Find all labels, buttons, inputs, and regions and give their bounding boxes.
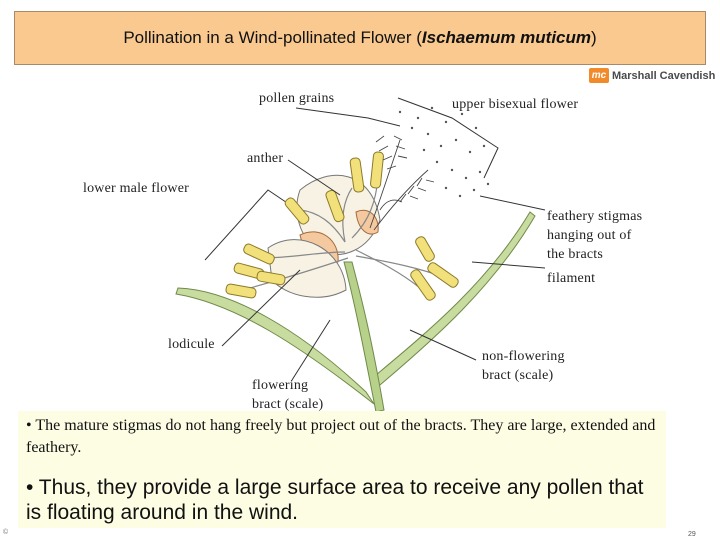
label-flowering-1: flowering [252, 376, 308, 395]
pollen-dots [399, 107, 489, 197]
label-lodicule: lodicule [168, 335, 215, 354]
label-stigmas-1: feathery stigmas [547, 207, 642, 226]
label-filament: filament [547, 269, 595, 288]
label-lower-flower: lower male flower [83, 179, 189, 198]
label-upper-flower: upper bisexual flower [452, 95, 578, 114]
label-anther: anther [247, 149, 283, 168]
note-bullet-1: • The mature stigmas do not hang freely … [26, 415, 658, 459]
label-stigmas-2: hanging out of [547, 226, 631, 245]
footer-copyright: © [3, 529, 8, 536]
label-non-flowering-1: non-flowering [482, 347, 565, 366]
notes-panel: • The mature stigmas do not hang freely … [18, 411, 666, 528]
note-bullet-2: • Thus, they provide a large surface are… [26, 475, 658, 525]
label-pollen-grains: pollen grains [259, 89, 334, 108]
page-number: 29 [688, 531, 696, 538]
label-stigmas-3: the bracts [547, 245, 603, 264]
label-non-flowering-2: bract (scale) [482, 366, 553, 385]
